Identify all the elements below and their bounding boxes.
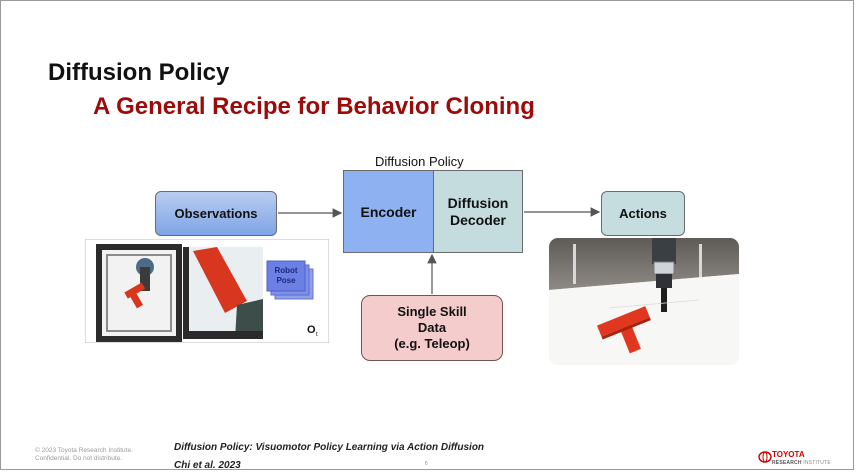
copyright-line1: © 2023 Toyota Research Institute. [35, 447, 133, 454]
logo-toyota-text: TOYOTA [772, 450, 805, 459]
slide-title: Diffusion Policy [48, 59, 230, 86]
citation-authors: Chi et al. 2023 [174, 460, 241, 470]
single-skill-data-box: Single Skill Data (e.g. Teleop) [361, 295, 503, 361]
observation-images: Robot Pose O t [85, 239, 329, 343]
robot-pose-icon: Robot Pose [266, 260, 314, 300]
robot-action-photo [549, 238, 739, 365]
skill-label-line1: Single Skill [397, 304, 467, 319]
citation: Diffusion Policy: Visuomotor Policy Lear… [174, 442, 485, 453]
decoder-label-line1: Diffusion [447, 194, 509, 211]
copyright-line2: Confidential. Do not distribute. [35, 455, 123, 462]
logo-research-text: RESEARCH [772, 460, 802, 466]
observation-subscript: t [316, 332, 318, 338]
diffusion-policy-label: Diffusion Policy [375, 154, 464, 169]
toyota-logo-icon [758, 451, 772, 463]
actions-box: Actions [601, 191, 685, 236]
observations-label: Observations [174, 206, 258, 221]
skill-label-line3: (e.g. Teleop) [394, 336, 470, 351]
robot-pose-label-line2: Pose [276, 276, 296, 285]
slide-subtitle: A General Recipe for Behavior Cloning [93, 93, 535, 120]
observation-image-2 [183, 247, 263, 339]
observation-image-1 [96, 244, 182, 342]
robot-pose-label-line1: Robot [274, 266, 297, 275]
encoder-label: Encoder [360, 203, 417, 220]
copyright-notice: © 2023 Toyota Research Institute. Confid… [35, 447, 133, 463]
encoder-box: Encoder [343, 170, 433, 253]
decoder-label-line2: Decoder [449, 211, 507, 228]
skill-label-line2: Data [417, 320, 447, 335]
logo-institute-text: INSTITUTE [803, 460, 831, 466]
logo-subtitle: RESEARCH INSTITUTE [772, 460, 831, 466]
page-number: 6 [425, 461, 428, 467]
actions-label: Actions [619, 206, 667, 221]
diffusion-decoder-box: Diffusion Decoder [433, 170, 523, 253]
observation-symbol: O [307, 324, 316, 336]
observations-box: Observations [155, 191, 277, 236]
